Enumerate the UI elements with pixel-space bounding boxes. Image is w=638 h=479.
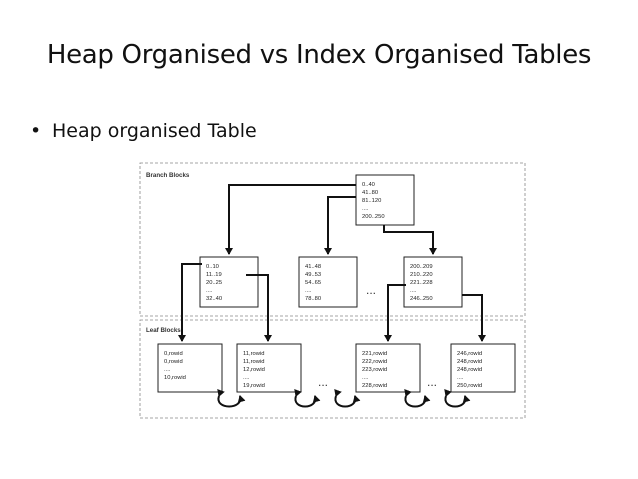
branch-region <box>139 162 526 317</box>
pointer-arrow <box>324 196 356 255</box>
node-line: 246,rowid <box>457 351 482 357</box>
leaf-region-label: Leaf Blocks <box>146 327 181 334</box>
node-line: 246..250 <box>410 296 433 302</box>
branch-node <box>403 256 463 308</box>
node-line: 228,rowid <box>362 383 387 389</box>
branch-node <box>199 256 259 308</box>
sibling-link-arrow <box>444 389 471 408</box>
node-line: 49..53 <box>305 272 321 278</box>
sibling-link-arrow <box>334 389 361 408</box>
branch-region-label: Branch Blocks <box>146 172 190 179</box>
pointer-arrow <box>178 263 202 342</box>
node-line: 78..80 <box>305 296 321 302</box>
bullet-item: • Heap organised Table <box>30 120 257 142</box>
bullet-dot: • <box>30 120 42 142</box>
leaf-links <box>217 389 471 408</box>
node-line: 250,rowid <box>457 383 482 389</box>
node-line: 12,rowid <box>243 367 265 373</box>
node-line: 32..40 <box>206 296 222 302</box>
node-line: 0,rowid <box>164 351 183 357</box>
leaf-node <box>450 343 516 393</box>
node-line: 81..120 <box>362 198 381 204</box>
leaf-region <box>139 319 526 419</box>
node-line: 11..19 <box>206 272 222 278</box>
sibling-link-arrow <box>294 389 321 408</box>
node-line: .... <box>362 375 369 381</box>
node-line: 20..25 <box>206 280 222 286</box>
node-line: 221,rowid <box>362 351 387 357</box>
bullet-text: Heap organised Table <box>52 120 257 142</box>
leaf-node <box>355 343 421 393</box>
root-arrows <box>225 184 437 255</box>
pointer-arrow <box>383 225 437 255</box>
branch-ellipsis: ... <box>366 283 376 297</box>
leaf-node <box>157 343 223 393</box>
leaf-node <box>236 343 302 393</box>
leaf-ellipsis: ... <box>318 375 328 389</box>
node-line: 19,rowid <box>243 383 265 389</box>
node-line: 248,rowid <box>457 359 482 365</box>
node-line: 11,rowid <box>243 359 264 365</box>
slide-title: Heap Organised vs Index Organised Tables <box>46 40 592 70</box>
node-line: 223,rowid <box>362 367 387 373</box>
node-line: .... <box>362 206 369 212</box>
node-line: 248,rowid <box>457 367 482 373</box>
node-line: 0..40 <box>362 182 375 188</box>
node-line: 200..250 <box>362 214 385 220</box>
node-line: 10,rowid <box>164 375 186 381</box>
branch-arrows <box>178 263 486 342</box>
node-line: 222,rowid <box>362 359 387 365</box>
node-line: 41..80 <box>362 190 378 196</box>
node-line: .... <box>410 288 417 294</box>
node-line: 41..48 <box>305 264 321 270</box>
node-line: .... <box>305 288 312 294</box>
pointer-arrow <box>225 184 356 255</box>
leaf-ellipsis: ... <box>427 375 437 389</box>
node-line: .... <box>164 367 171 373</box>
node-line: .... <box>457 375 464 381</box>
branch-node <box>298 256 358 308</box>
node-line: .... <box>243 375 250 381</box>
node-line: 0,rowid <box>164 359 183 365</box>
sibling-link-arrow <box>404 389 431 408</box>
sibling-link-arrow <box>217 389 246 408</box>
node-line: .... <box>206 288 213 294</box>
node-line: 221..228 <box>410 280 433 286</box>
pointer-arrow <box>384 284 406 342</box>
pointer-arrow <box>246 274 272 342</box>
node-line: 54..65 <box>305 280 321 286</box>
node-line: 210..220 <box>410 272 433 278</box>
node-line: 200..209 <box>410 264 433 270</box>
node-line: 0..10 <box>206 264 219 270</box>
node-line: 11,rowid <box>243 351 264 357</box>
root-node-lines: 0..40 41..80 81..120 .... 200..250 <box>362 182 385 220</box>
pointer-arrow <box>462 294 486 342</box>
